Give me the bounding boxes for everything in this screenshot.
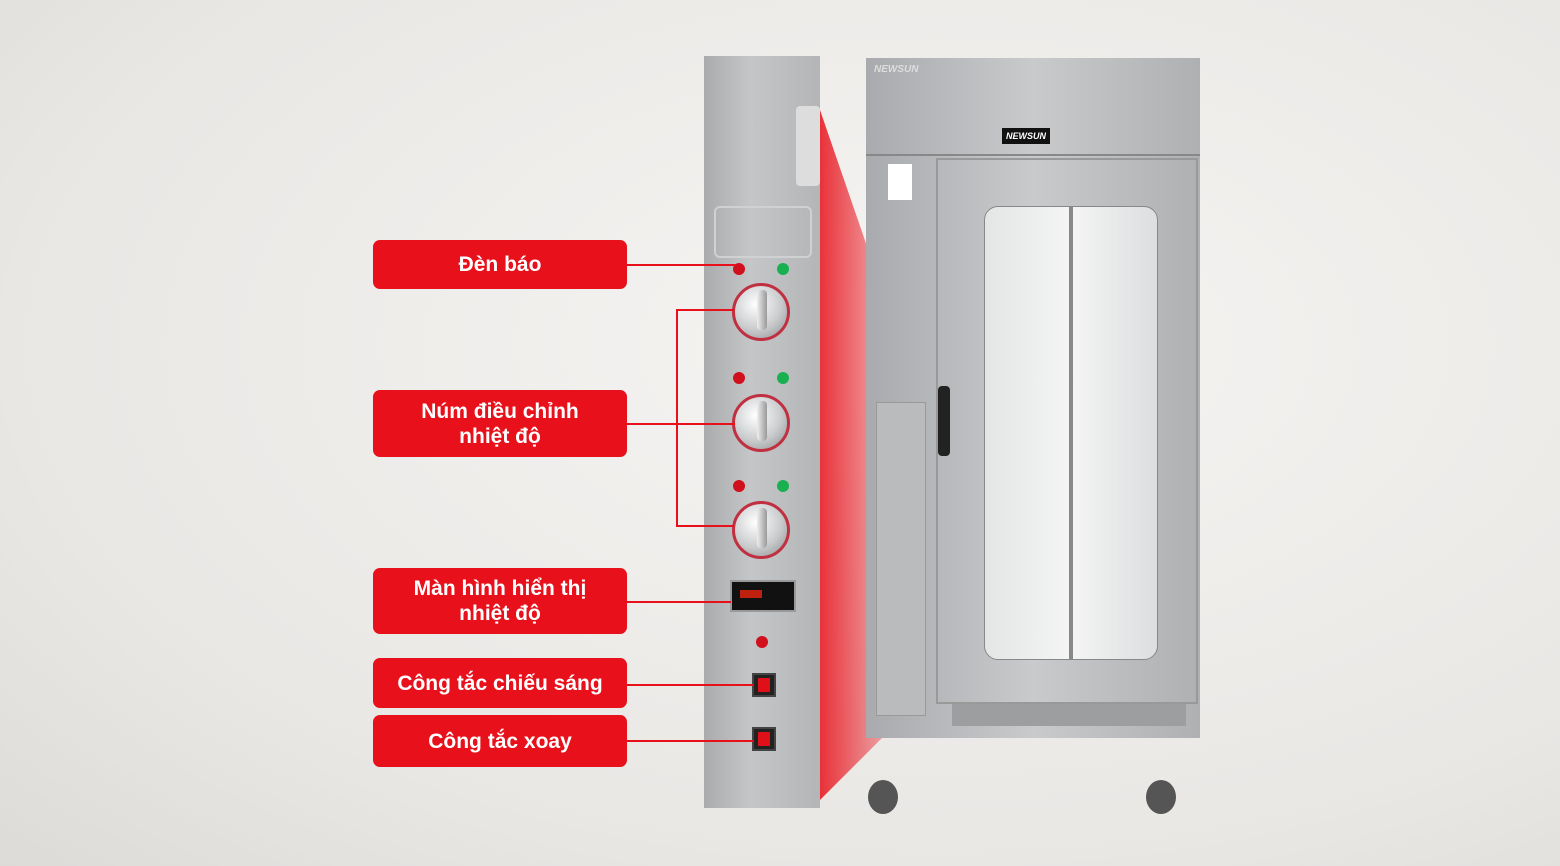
indicator-light-red (733, 263, 745, 275)
power-light (756, 636, 768, 648)
label-temp-knob: Núm điều chỉnh nhiệt độ (373, 390, 627, 457)
hinge (796, 106, 820, 186)
model-plate (714, 206, 812, 258)
temp-knob-2[interactable] (732, 394, 790, 452)
callout-line (627, 740, 753, 742)
brand-badge: NEWSUN (1002, 128, 1050, 144)
callout-line (627, 264, 735, 266)
callout-line (627, 423, 735, 425)
top-logo: NEWSUN (874, 64, 919, 75)
spit (1069, 207, 1073, 659)
door-handle[interactable] (938, 386, 950, 456)
label-temp-display: Màn hình hiển thị nhiệt độ (373, 568, 627, 634)
rotisserie-oven: NEWSUN NEWSUN (866, 58, 1200, 738)
wheel-left (868, 780, 898, 814)
callout-line (676, 525, 734, 527)
indicator-light-green (777, 263, 789, 275)
small-control-panel (876, 402, 926, 716)
light-switch[interactable] (752, 673, 776, 697)
temp-knob-1[interactable] (732, 283, 790, 341)
indicator-light-green (777, 480, 789, 492)
temp-knob-3[interactable] (732, 501, 790, 559)
label-rotation-switch: Công tắc xoay (373, 715, 627, 767)
temperature-display (730, 580, 796, 612)
label-light-switch: Công tắc chiếu sáng (373, 658, 627, 708)
indicator-light-red (733, 480, 745, 492)
callout-bracket (676, 309, 678, 527)
label-indicator-light: Đèn báo (373, 240, 627, 289)
callout-line (627, 684, 753, 686)
indicator-light-red (733, 372, 745, 384)
callout-line (627, 601, 731, 603)
indicator-light-green (777, 372, 789, 384)
rotation-switch[interactable] (752, 727, 776, 751)
callout-line (676, 309, 734, 311)
wheel-right (1146, 780, 1176, 814)
oven-door[interactable] (936, 158, 1198, 704)
warning-sticker (888, 164, 912, 200)
glass-window (984, 206, 1158, 660)
